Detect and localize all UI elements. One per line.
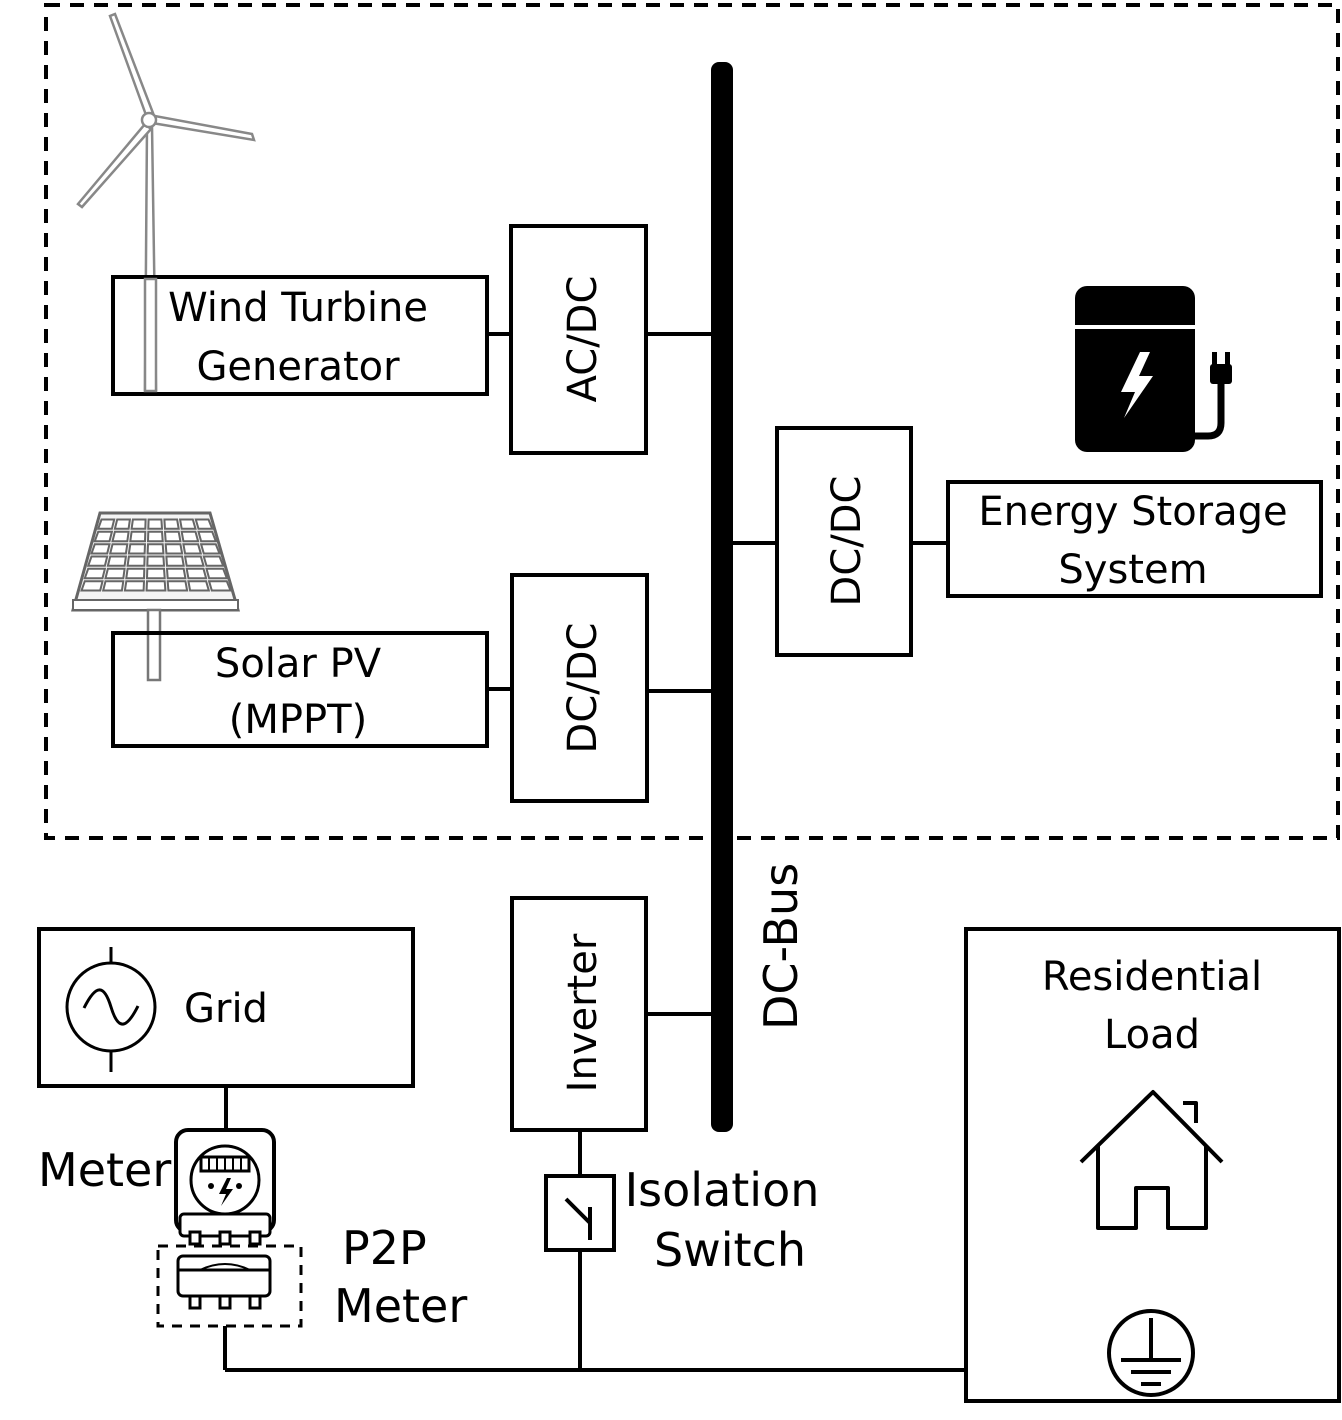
solar-cell	[96, 518, 116, 530]
solar-cell	[182, 543, 203, 555]
solar-dc-dc-converter-label: DC/DC	[560, 623, 606, 754]
wind-turbine-generator-box	[111, 275, 489, 396]
wires	[223, 332, 966, 1372]
storage-label-line2: System	[1058, 547, 1207, 593]
load-label-line1: Residential	[1042, 954, 1262, 1000]
ac-dc-converter-label: AC/DC	[560, 276, 606, 403]
inverter-label: Inverter	[560, 933, 606, 1092]
wind-turbine-icon	[76, 12, 256, 392]
solar-cell	[127, 543, 147, 555]
wind-label-line2: Generator	[196, 344, 400, 390]
p2p-meter-enclosure	[156, 1244, 303, 1328]
dc-bus	[711, 62, 733, 1132]
battery-charger-icon	[1075, 286, 1232, 452]
isolation-switch-label-line2: Switch	[654, 1223, 806, 1277]
solar-cell	[90, 543, 111, 555]
solar-pv-box	[111, 631, 489, 748]
ac-source-icon	[65, 947, 157, 1072]
solar-cell	[80, 580, 104, 592]
solar-cell	[163, 530, 182, 543]
solar-cell	[187, 580, 211, 592]
isolation-switch-symbol	[544, 1174, 616, 1252]
solar-cell	[180, 530, 200, 543]
energy-storage-box	[946, 480, 1323, 598]
solar-cell	[145, 580, 167, 592]
solar-cell	[194, 518, 214, 530]
inverter-box	[510, 896, 648, 1132]
grid-label: Grid	[184, 986, 268, 1032]
dc-bus-label: DC-Bus	[754, 863, 808, 1030]
solar-cell	[86, 555, 109, 567]
solar-cell	[199, 543, 221, 555]
solar-cell	[106, 555, 128, 567]
solar-cell	[101, 580, 125, 592]
solar-cell	[125, 567, 146, 580]
solar-cell	[126, 555, 146, 567]
solar-cell	[165, 555, 185, 567]
p2p-meter-icon	[176, 1254, 272, 1310]
solar-cell	[111, 530, 130, 543]
ac-dc-converter-box	[509, 224, 648, 455]
solar-cell	[145, 567, 166, 580]
solar-cell	[146, 530, 164, 543]
solar-cell	[113, 518, 132, 530]
solar-cell	[197, 530, 218, 543]
meter-label: Meter	[38, 1143, 171, 1197]
storage-dc-dc-converter-label: DC/DC	[824, 476, 870, 607]
solar-cell	[146, 543, 165, 555]
solar-cell	[104, 567, 126, 580]
storage-label-line1: Energy Storage	[978, 489, 1287, 535]
solar-cell	[205, 567, 229, 580]
solar-cell	[146, 555, 166, 567]
solar-cell	[185, 567, 208, 580]
storage-dc-dc-converter-box	[775, 426, 913, 657]
solar-cell	[207, 580, 232, 592]
solar-cell	[165, 567, 187, 580]
ground-symbol-icon	[1107, 1309, 1195, 1397]
solar-cell	[178, 518, 197, 530]
wind-label-line1: Wind Turbine	[168, 285, 428, 331]
solar-panel-icon	[71, 511, 240, 682]
load-label-line2: Load	[1104, 1012, 1200, 1058]
solar-cell	[129, 530, 147, 543]
solar-cell	[163, 518, 180, 530]
isolation-switch-label-line1: Isolation	[625, 1163, 820, 1217]
meter-icon	[174, 1128, 276, 1246]
solar-cell	[83, 567, 107, 580]
solar-label-line2: (MPPT)	[229, 697, 367, 743]
solar-label-line1: Solar PV	[215, 641, 382, 687]
solar-dc-dc-converter-box	[510, 573, 649, 803]
solar-cell	[130, 518, 147, 530]
solar-cell	[93, 530, 114, 543]
solar-cell	[123, 580, 146, 592]
house-icon	[1079, 1090, 1224, 1230]
generation-enclosure	[44, 3, 1340, 840]
solar-cell	[164, 543, 184, 555]
p2p-meter-label-line1: P2P	[342, 1221, 427, 1275]
p2p-meter-label-line2: Meter	[334, 1279, 467, 1333]
solar-cell	[166, 580, 189, 592]
solar-cell	[108, 543, 129, 555]
solar-cell	[147, 518, 164, 530]
solar-cell	[183, 555, 205, 567]
solar-cell	[202, 555, 225, 567]
